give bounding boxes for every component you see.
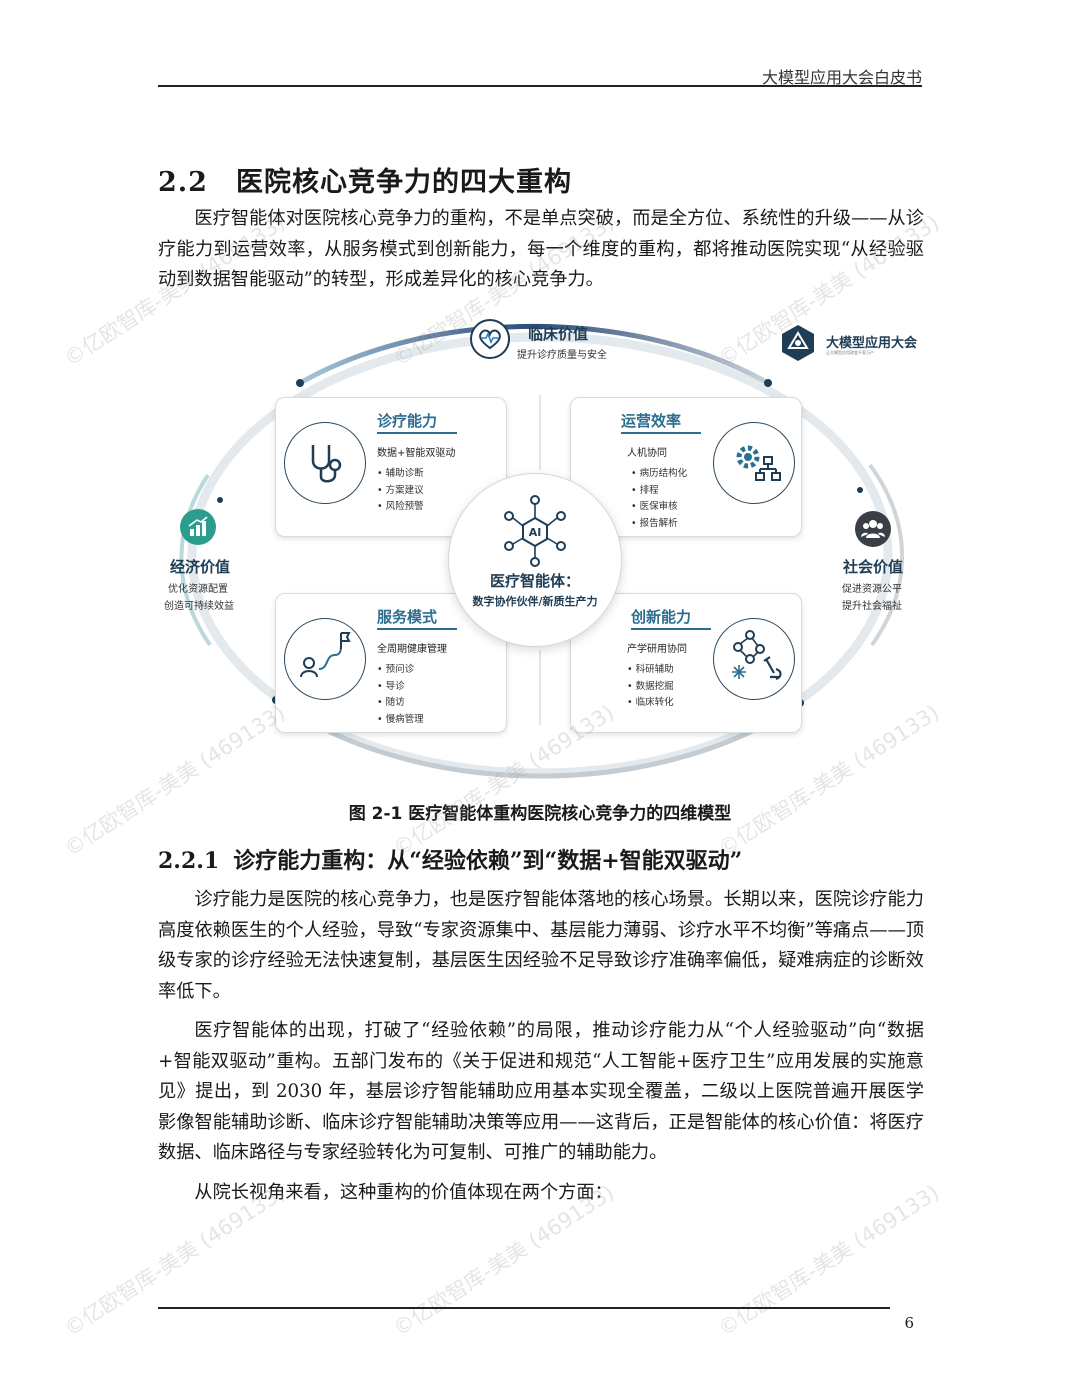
- social-value-line1: 促进资源公平: [842, 584, 902, 595]
- box-diagnosis: 诊疗能力 数据+智能双驱动 辅助诊断 方案建议 风险预警: [275, 397, 507, 537]
- box-diagnosis-subtitle: 数据+智能双驱动: [377, 448, 456, 459]
- subsection-heading: 2.2.1 诊疗能力重构：从“经验依赖”到“数据+智能双驱动”: [158, 843, 742, 875]
- list-item: 慢病管理: [377, 712, 424, 729]
- box-operations-title: 运营效率: [621, 412, 682, 430]
- conference-logo-name: 大模型应用大会: [826, 336, 918, 351]
- box-operations-subtitle: 人机协同: [627, 448, 667, 459]
- paragraph-3: 从院长视角来看，这种重构的价值体现在两个方面：: [194, 1182, 613, 1203]
- center-agent-circle: AI 医疗智能体： 数字协作伙伴/新质生产力: [448, 473, 622, 647]
- heart-monitor-icon: [470, 319, 510, 359]
- section-heading: 2.2 医院核心竞争力的四大重构: [158, 160, 572, 199]
- clinical-value-text: 提升诊疗质量与安全: [517, 350, 607, 361]
- box-service-underline: [377, 628, 457, 630]
- list-item: 临床转化: [627, 695, 674, 712]
- bar-chart-icon: [180, 509, 216, 545]
- box-diagnosis-items: 辅助诊断 方案建议 风险预警: [377, 466, 424, 516]
- footer-rule: [158, 1307, 890, 1309]
- paragraph-1: 诊疗能力是医院的核心竞争力，也是医疗智能体落地的核心场景。长期以来，医院诊疗能力…: [158, 889, 924, 1002]
- list-item: 随访: [377, 695, 424, 712]
- center-title: 医疗智能体：: [489, 572, 580, 590]
- figure-caption: 图 2-1 医疗智能体重构医院核心竞争力的四维模型: [348, 804, 732, 824]
- list-item: 科研辅助: [627, 662, 674, 679]
- box-operations-items: 病历结构化 排程 医保审核 报告解析: [631, 466, 688, 533]
- conference-logo-tagline: 让大模型应用改变千家万户: [826, 350, 874, 355]
- box-innovation-subtitle: 产学研用协同: [627, 644, 687, 655]
- patient-journey-icon: [284, 618, 366, 700]
- economic-value-line2: 创造可持续效益: [164, 601, 234, 612]
- list-item: 医保审核: [631, 499, 687, 516]
- four-dimension-diagram: 临床价值 提升诊疗质量与安全 大模型应用大会 让大模型应用改变千家万户 经济价值…: [150, 305, 930, 795]
- list-item: 排程: [631, 483, 687, 500]
- running-header: 大模型应用大会白皮书: [761, 68, 922, 87]
- section-title: 医院核心竞争力的四大重构: [235, 167, 572, 198]
- social-value-line2: 提升社会福祉: [842, 601, 902, 612]
- list-item: 风险预警: [377, 499, 424, 516]
- list-item: 导诊: [377, 679, 424, 696]
- ai-badge: AI: [529, 526, 542, 539]
- page-number: 6: [904, 1314, 914, 1332]
- box-innovation: 创新能力 产学研用协同 科研辅助 数据挖掘 临床转化: [570, 593, 802, 733]
- header-rule: [158, 85, 922, 87]
- list-item: 预问诊: [377, 662, 424, 679]
- ai-network-icon: AI: [504, 495, 566, 567]
- list-item: 报告解析: [631, 516, 687, 533]
- economic-value-title: 经济价值: [170, 558, 231, 576]
- box-innovation-title: 创新能力: [631, 608, 692, 626]
- conference-logo-icon: [778, 323, 818, 363]
- box-innovation-underline: [631, 628, 711, 630]
- section-number: 2.2: [158, 167, 208, 198]
- molecule-microscope-icon: [713, 618, 795, 700]
- box-service-title: 服务模式: [377, 608, 438, 626]
- economic-value-line1: 优化资源配置: [168, 584, 228, 595]
- list-item: 辅助诊断: [377, 466, 424, 483]
- box-diagnosis-title: 诊疗能力: [377, 412, 438, 430]
- box-innovation-items: 科研辅助 数据挖掘 临床转化: [627, 662, 674, 712]
- people-icon: [855, 511, 891, 547]
- list-item: 方案建议: [377, 483, 424, 500]
- gear-org-chart-icon: [713, 422, 795, 504]
- box-service-subtitle: 全周期健康管理: [377, 644, 447, 655]
- intro-paragraph: 医疗智能体对医院核心竞争力的重构，不是单点突破，而是全方位、系统性的升级——从诊…: [158, 208, 924, 290]
- box-operations-underline: [621, 432, 701, 434]
- list-item: 病历结构化: [631, 466, 688, 483]
- list-item: 数据挖掘: [627, 679, 674, 696]
- paragraph-2: 医疗智能体的出现，打破了“经验依赖”的局限，推动诊疗能力从“个人经验驱动”向“数…: [158, 1020, 924, 1163]
- subsection-title: 诊疗能力重构：从“经验依赖”到“数据+智能双驱动”: [233, 848, 743, 874]
- center-subtitle: 数字协作伙伴/新质生产力: [472, 595, 598, 608]
- subsection-number: 2.2.1: [158, 848, 220, 874]
- box-operations: 运营效率 人机协同 病历结构化 排程 医保审核 报告解析: [570, 397, 802, 537]
- clinical-value-title: 临床价值: [528, 325, 589, 343]
- social-value-title: 社会价值: [843, 558, 904, 576]
- box-service-items: 预问诊 导诊 随访 慢病管理: [377, 662, 424, 728]
- stethoscope-icon: [284, 422, 366, 504]
- box-diagnosis-underline: [377, 432, 457, 434]
